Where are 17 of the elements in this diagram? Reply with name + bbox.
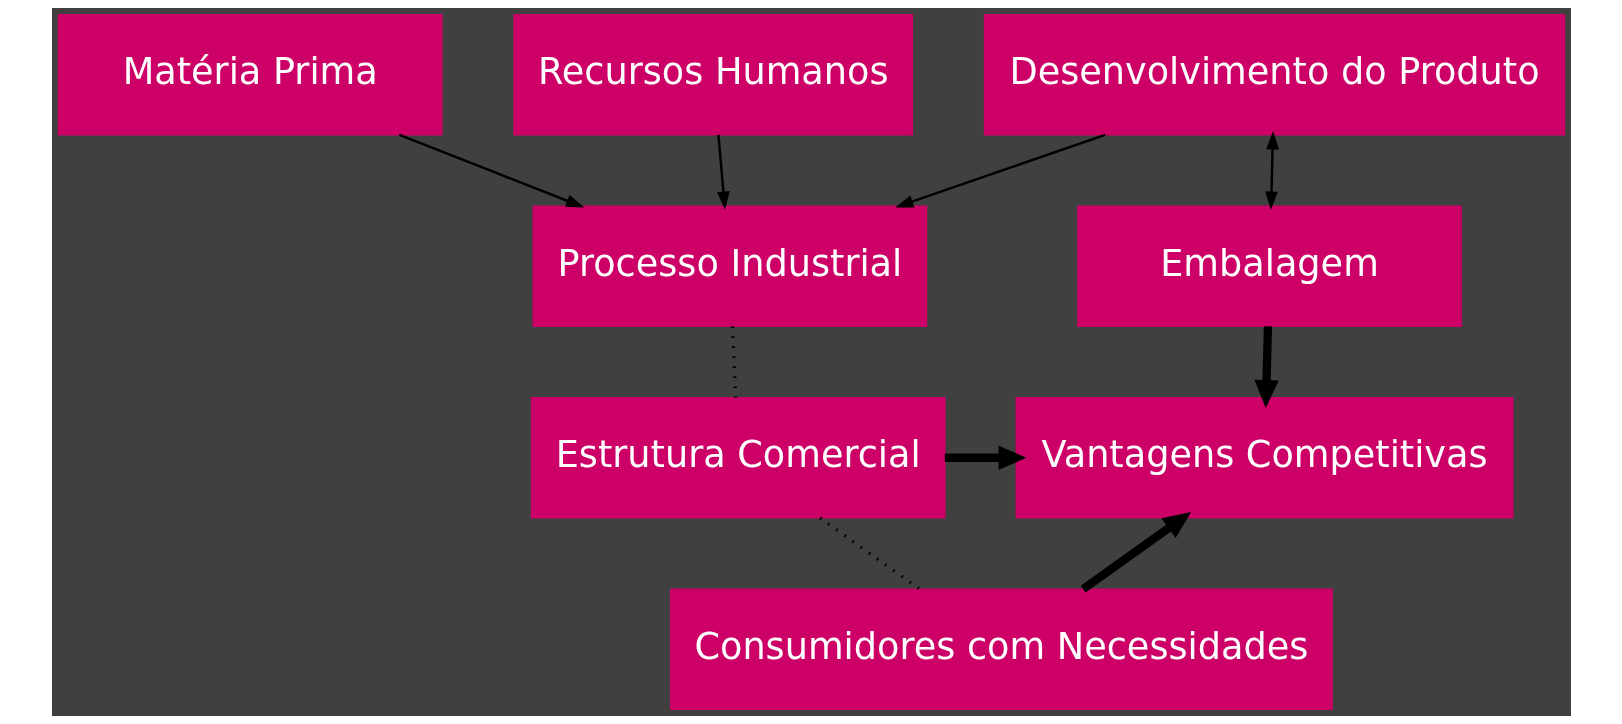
arrow (894, 133, 1106, 208)
node-box: Consumidores com Necessidades (669, 588, 1333, 711)
node-box: Recursos Humanos (512, 13, 913, 136)
arrow (716, 134, 730, 210)
node-box: Desenvolvimento do Produto (983, 13, 1565, 136)
arrow (1253, 326, 1279, 409)
node-box: Matéria Prima (57, 13, 443, 136)
node-box: Vantagens Competitivas (1015, 396, 1514, 519)
node-box: Estrutura Comercial (530, 396, 946, 519)
connector (818, 516, 921, 591)
arrow (1264, 131, 1279, 210)
arrow (398, 133, 584, 208)
arrow (944, 445, 1026, 470)
node-box: Embalagem (1076, 205, 1462, 328)
arrow (1080, 511, 1191, 593)
node-box: Processo Industrial (532, 205, 927, 328)
connector (730, 326, 737, 398)
